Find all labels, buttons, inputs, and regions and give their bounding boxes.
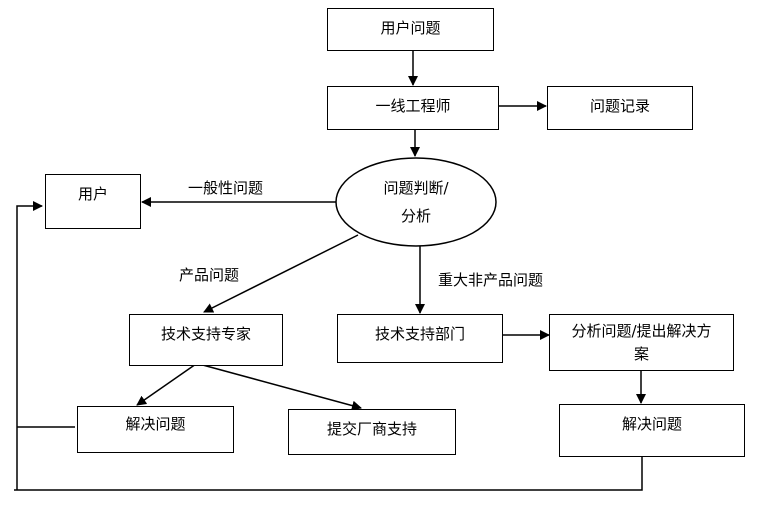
arrow-expert-to-vendor: [198, 363, 362, 411]
node-submit-vendor-support[interactable]: 提交厂商支持: [288, 409, 456, 455]
node-analyze-propose[interactable]: 分析问题/提出解决方 案: [549, 314, 734, 371]
node-user-label: 用户: [77, 185, 108, 203]
node-solve-problem-right[interactable]: 解决问题: [559, 404, 745, 457]
node-solve-problem-left[interactable]: 解决问题: [77, 406, 234, 453]
node-frontline-engineer[interactable]: 一线工程师: [327, 86, 499, 130]
node-tech-support-dept[interactable]: 技术支持部门: [337, 314, 503, 363]
node-solve-problem-right-label: 解决问题: [621, 415, 682, 433]
arrow-judge-to-expert: [203, 234, 359, 313]
node-tech-support-dept-label: 技术支持部门: [374, 325, 465, 343]
node-tech-support-expert-label: 技术支持专家: [160, 325, 251, 343]
edge-label-major-non-product-problem: 重大非产品问题: [438, 271, 544, 289]
node-user-problem[interactable]: 用户问题: [327, 8, 494, 51]
edge-label-general-problem: 一般性问题: [188, 179, 264, 197]
feedback-loop-line: [14, 456, 643, 491]
judge-analyze-line2: 分析: [400, 207, 431, 225]
edge-label-product-problem: 产品问题: [179, 266, 240, 284]
node-tech-support-expert[interactable]: 技术支持专家: [129, 314, 283, 366]
feedback-loop-up-line: [16, 201, 43, 490]
node-solve-problem-left-label: 解决问题: [125, 415, 186, 433]
arrow-expert-to-solve-left: [136, 363, 197, 406]
analyze-propose-line1: 分析问题/提出解决方: [571, 322, 712, 340]
node-user-problem-label: 用户问题: [380, 19, 441, 37]
node-problem-record-label: 问题记录: [589, 97, 650, 115]
node-judge-analyze-text: 问题判断/ 分析: [341, 174, 491, 230]
analyze-propose-line2: 案: [633, 345, 649, 363]
node-frontline-engineer-label: 一线工程师: [375, 97, 451, 115]
node-problem-record[interactable]: 问题记录: [547, 86, 693, 130]
node-submit-vendor-support-label: 提交厂商支持: [326, 420, 417, 438]
node-user[interactable]: 用户: [45, 174, 141, 229]
judge-analyze-line1: 问题判断/: [383, 179, 449, 197]
